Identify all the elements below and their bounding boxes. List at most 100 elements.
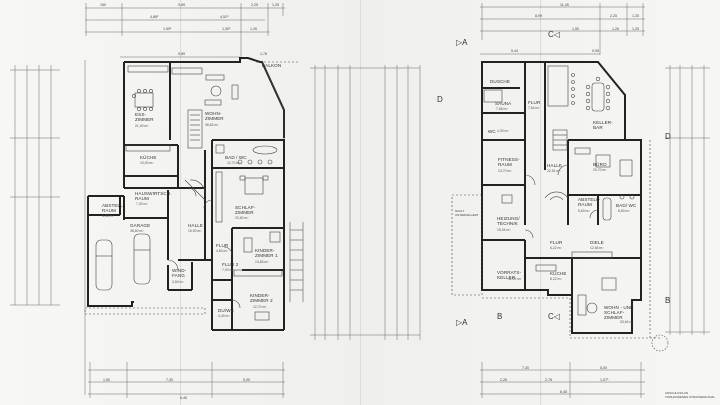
sewer-connection-note: ANSCHLUSS AN VORHANDENEN STRASSENKANAL [665,391,716,399]
unexcavated-note: NICHT UNTERKELLERT [455,209,479,217]
room-label: WC [488,129,496,134]
room-label: KÜCHE [550,271,567,276]
room-label: DUSCHE [490,79,510,84]
section-marker-c: C◁ [548,312,560,321]
basement-fixtures [451,65,669,352]
dimension-label: 1,07⁵ [600,378,609,382]
room-area: 38,62 m² [205,123,219,127]
room-area: 5,63 m² [578,209,590,213]
dimension-label: 0,95 [592,49,599,53]
room-label: HALLE [547,163,563,168]
dimension-label: 1,76 [260,52,267,56]
room-area: 22,51 m² [547,169,561,173]
dimension-label: 6,45 [180,396,187,400]
paper-fold-line [180,0,181,405]
dimension-lines [10,3,710,398]
section-marker-a: ▷A [456,38,468,47]
dimension-label: 9,89 [178,3,185,7]
room-area: 12,70 m² [227,161,241,165]
room-label: FITNESS- RAUM [498,157,520,167]
room-label: GARAGE [130,223,151,228]
dimension-label: 1,25 [272,3,279,7]
room-area: 8,80 m² [618,209,630,213]
room-label: KINDER- ZIMMER 1 [255,248,278,258]
dimension-label: 2,26 [500,378,507,382]
room-area: 7,00 m² [222,268,234,272]
dimension-label: 1,50⁵ [163,27,172,31]
dimension-label: 1,30⁵ [222,27,231,31]
room-area: 10,00 m² [140,161,154,165]
dimension-label: 2,25 [251,3,258,7]
room-area: 12,66 m² [590,246,604,250]
dimension-label: 5,00 [243,378,250,382]
basement-walls [481,61,642,334]
room-label: HALLE [188,223,204,228]
room-area: 33,64 m² [620,320,634,324]
paper-fold-line [540,0,541,405]
room-area: 6,22 m² [550,246,562,250]
dimension-label: 1,25 [632,14,639,18]
room-area: 20,60 m² [235,216,249,220]
dimension-label: 1,26 [612,27,619,31]
paper-fold-line [360,0,361,405]
dimension-label: 7,30 [166,378,173,382]
room-label: HAUSWIRTSCH. RAUM [135,191,172,201]
room-area: 4,80 m² [216,249,228,253]
dimension-label: 4,51⁵ [220,15,229,19]
room-area: 3,50 m² [172,280,184,284]
room-label: WIND- FANG [172,268,187,278]
ground-floor-fixtures [84,61,304,321]
dimension-label: 150 [100,3,106,7]
dimension-label: 1,50 [572,27,579,31]
room-label: FLUR [528,100,541,105]
dimension-label: 1,50 [103,378,110,382]
room-label: WOHN - UND SCHLAF- ZIMMER [604,305,634,320]
section-marker-b: B [497,312,503,321]
section-marker-d: D [437,95,443,104]
room-label: FLUR 2 [222,262,239,267]
room-label: KELLER- BAR [593,120,613,130]
dimension-label: 9,89 [178,52,185,56]
room-area: 13,65 m² [255,260,269,264]
room-area: 11,09 m² [508,277,522,281]
dimension-label: 4,88⁵ [150,15,159,19]
room-area: 15,04 m² [497,228,511,232]
dimension-label: 5,44 [511,49,518,53]
section-marker-d: D [665,132,671,141]
room-area: 15,00 m² [188,229,202,233]
dimension-label: 1,25 [632,27,639,31]
room-label: BALKON [262,63,282,68]
room-label: DIELE [590,240,604,245]
room-label: ESS- ZIMMER [135,112,154,122]
section-marker-b: B [665,296,671,305]
room-label: HEIZUNG/ TECHNIK [497,216,520,226]
section-marker-c: C◁ [548,30,560,39]
room-label: BAD / WC [225,155,247,160]
room-label: SCHLAF- ZIMMER [235,205,256,215]
dimension-label: 2,76 [545,378,552,382]
room-label: ABSTELL- RAUM [578,197,601,207]
room-area: 4,30 m² [497,129,509,133]
room-label: SAUNA [495,101,512,106]
dimension-label: 8,99 [535,14,542,18]
dimension-label: 1,26 [250,27,257,31]
room-label: WOHN- ZIMMER [205,111,224,121]
room-area: 38,60 m² [130,229,144,233]
dimension-label: 11,49 [560,3,569,7]
room-area: 8,22 m² [550,277,562,281]
room-area: 12,70 m² [253,305,267,309]
room-area: 20,70 m² [593,168,607,172]
dimension-label: 7,30 [522,366,529,370]
room-label: BAD/ WC [616,203,637,208]
room-label: ABSTELL- RAUM [102,203,125,213]
room-area: 4,40 m² [218,314,230,318]
room-label: FLUR [216,243,229,248]
room-area: 21,40 m² [135,124,149,128]
room-area: 7,65 m² [496,107,508,111]
room-area: 7,30 m² [136,202,148,206]
section-marker-a: ▷A [456,318,468,327]
room-label: KINDER- ZIMMER 2 [250,293,273,303]
dimension-label: 6,45 [560,390,567,394]
room-area: 13,70 m² [498,169,512,173]
